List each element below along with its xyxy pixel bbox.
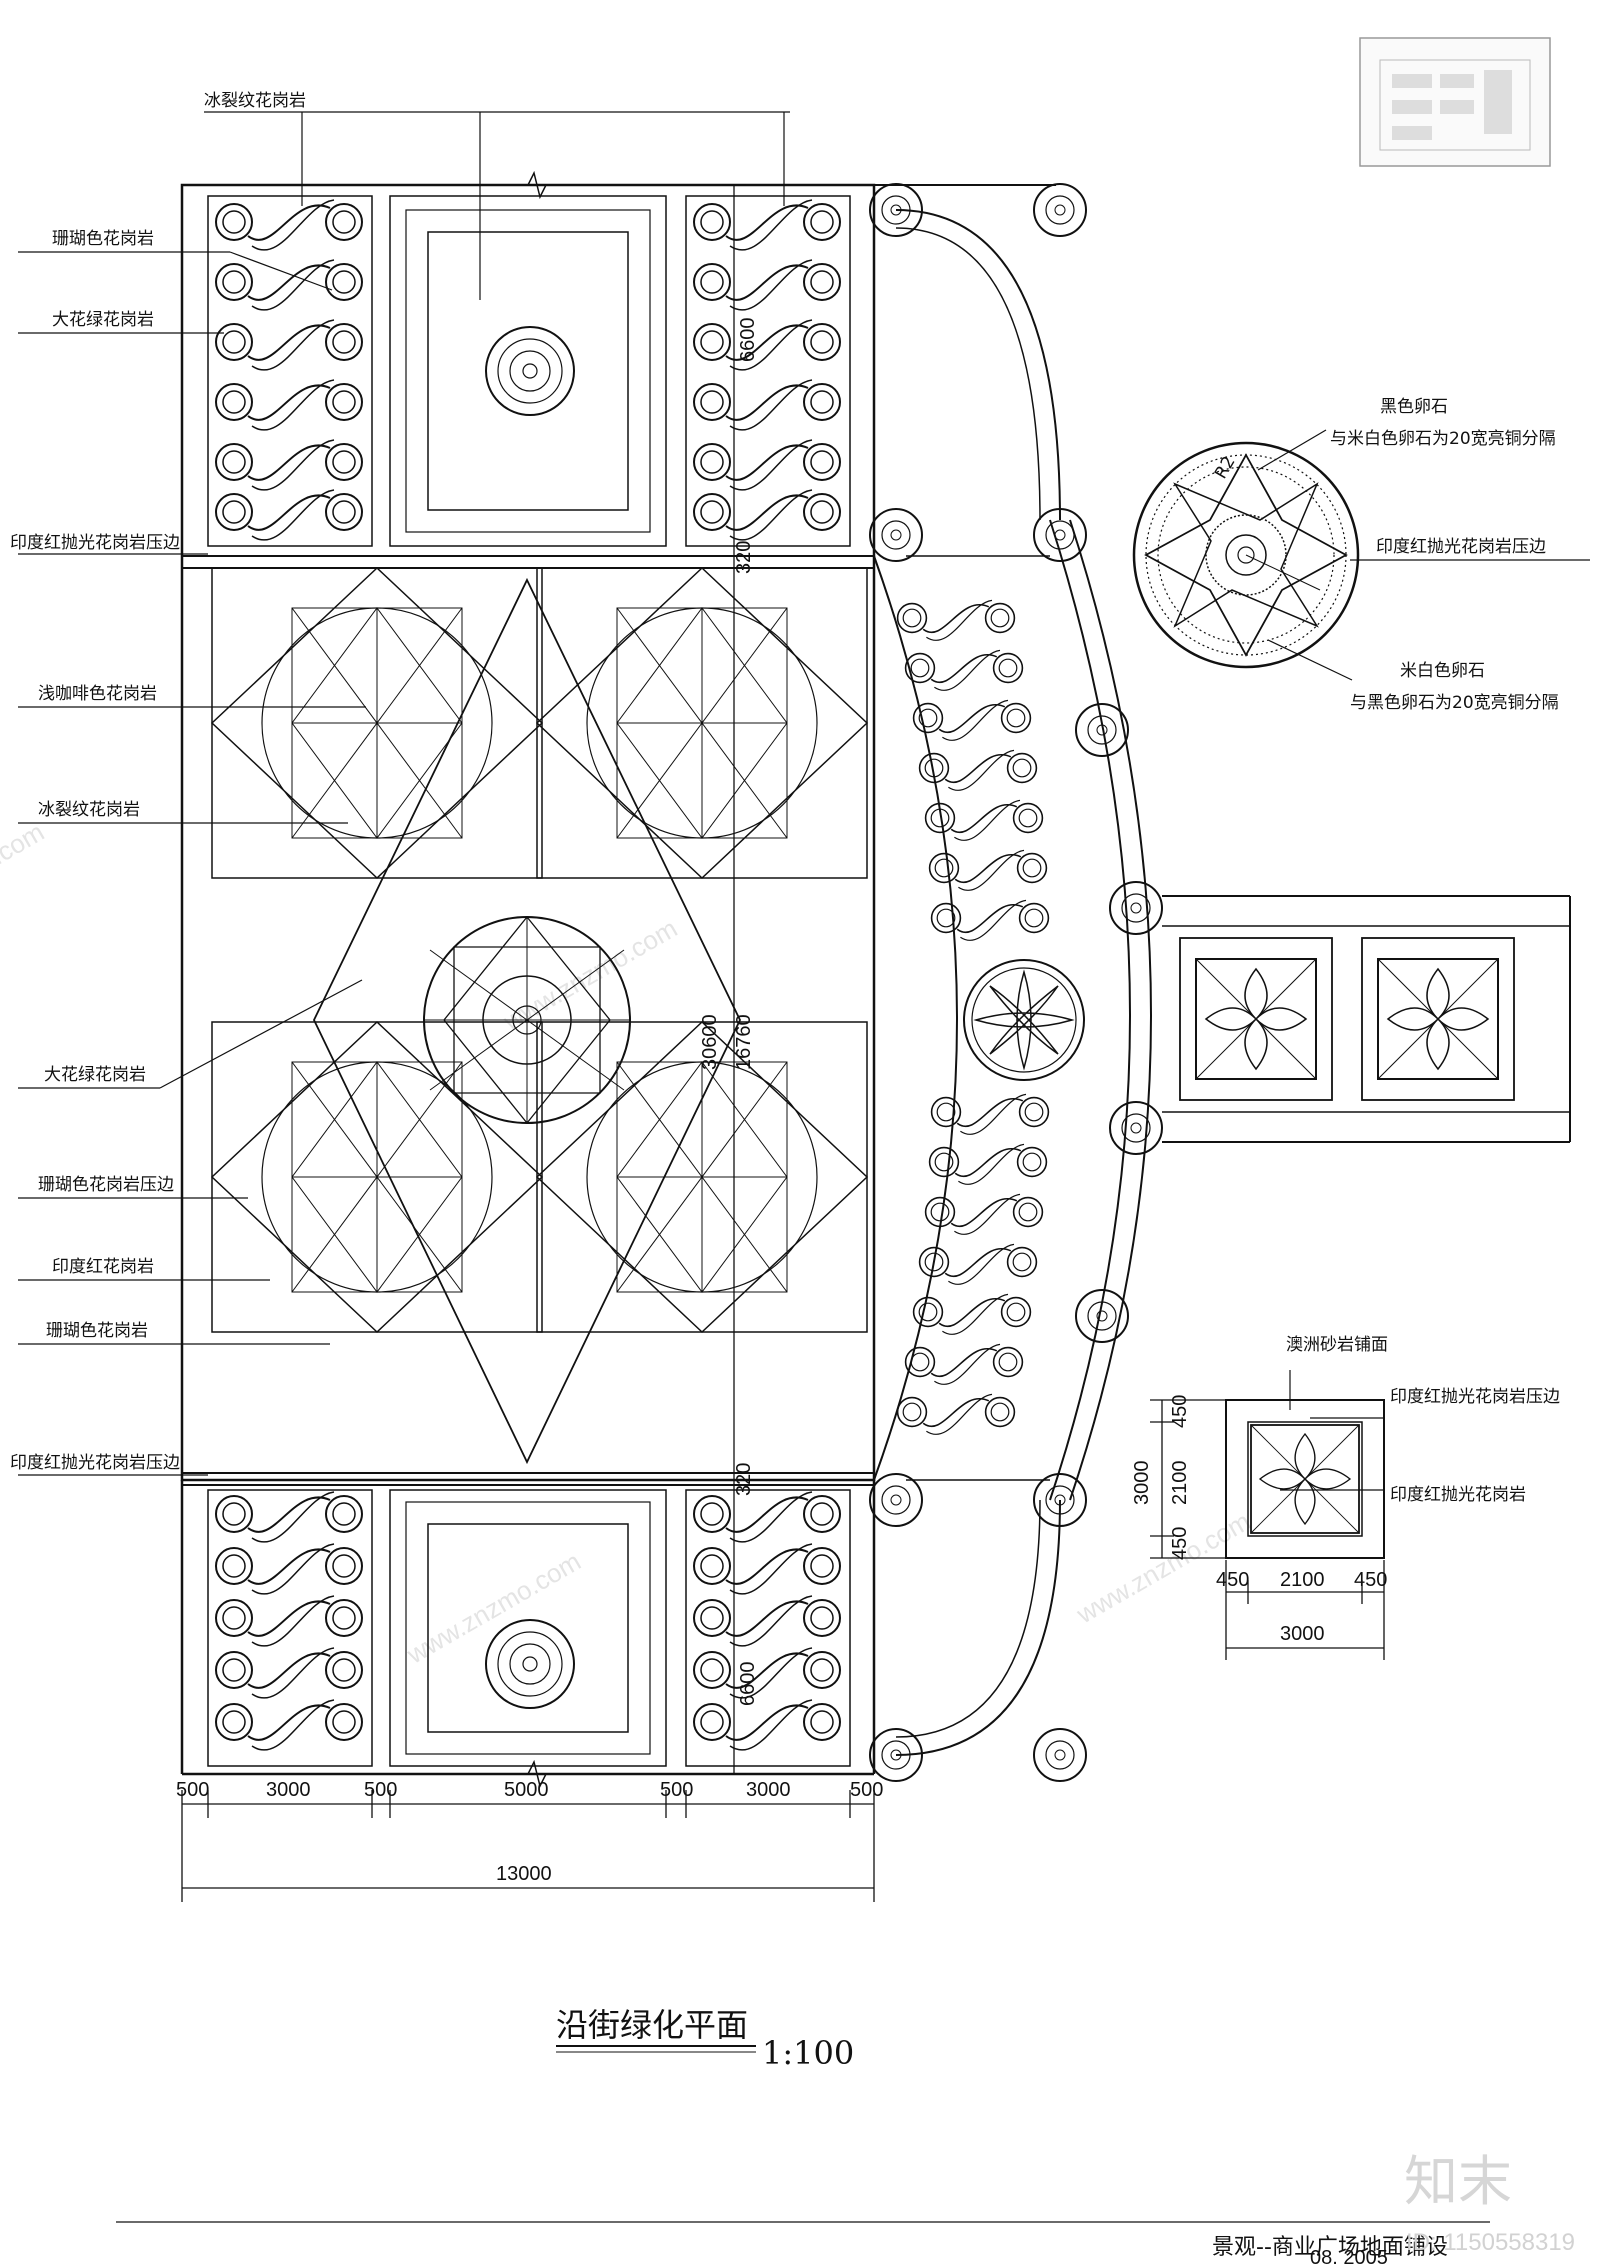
top-center-bed	[389, 195, 667, 547]
label-black-pebble-note: 与米白色卵石为20宽亮铜分隔	[1330, 429, 1556, 449]
label-coral-granite: 珊瑚色花岗岩	[52, 229, 154, 249]
dim-bottom-1: 500	[176, 1779, 209, 1801]
label-indian-red-granite: 印度红花岗岩	[52, 1257, 154, 1277]
dim-detail-v-1: 450	[1169, 1395, 1191, 1428]
dim-total: 13000	[496, 1863, 552, 1885]
bottom-right-swirl-bed	[685, 1489, 851, 1767]
dimension-texts: 500 3000 500 5000 500 3000 500 13000 660…	[176, 318, 1387, 1886]
dim-bottom-5: 500	[660, 1779, 693, 1801]
key-plan-thumbnail	[1359, 37, 1551, 167]
label-ice-crack-granite: 冰裂纹花岗岩	[38, 800, 140, 820]
dim-vertical-top: 6600	[737, 318, 759, 363]
dim-bottom-2: 3000	[266, 1779, 311, 1801]
drawing-title: 沿街绿化平面	[556, 2006, 748, 2044]
material-labels-right: 黑色卵石 与米白色卵石为20宽亮铜分隔 印度红抛光花岗岩压边 米白色卵石 与黑色…	[1211, 397, 1560, 1505]
watermark-layer: www.znzmo.com www.znzmo.com www.znzmo.co…	[0, 816, 1256, 1669]
dim-vertical-320b: 320	[733, 1463, 755, 1496]
label-red-polished-edge: 印度红抛光花岗岩压边	[1376, 537, 1546, 557]
watermark-url-1: www.znzmo.com	[0, 816, 49, 940]
label-coral-granite-edge: 珊瑚色花岗岩压边	[38, 1175, 174, 1195]
dim-bottom-6: 3000	[746, 1779, 791, 1801]
project-title: 景观--商业广场地面铺设	[1212, 2235, 1448, 2260]
watermark-brand: 知末	[1404, 2150, 1512, 2213]
dim-bottom-4: 5000	[504, 1779, 549, 1801]
top-right-swirl-bed	[685, 195, 851, 547]
arc-walkway	[873, 184, 1152, 1756]
dim-bottom-7: 500	[850, 1779, 883, 1801]
detail-tile-block	[1225, 1399, 1385, 1559]
label-detail-red-granite: 印度红抛光花岗岩	[1390, 1485, 1526, 1505]
watermark-url-4: www.znzmo.com	[1071, 1506, 1256, 1630]
bottom-center-bed	[389, 1489, 667, 1767]
dim-detail-v-total: 3000	[1131, 1461, 1153, 1506]
dim-detail-h-1: 450	[1216, 1569, 1249, 1591]
bottom-left-swirl-bed	[207, 1489, 373, 1767]
label-green-granite: 大花绿花岗岩	[52, 310, 154, 330]
central-geometric-field	[211, 567, 868, 1465]
dim-detail-v-2: 2100	[1169, 1461, 1191, 1506]
label-green-granite-2: 大花绿花岗岩	[44, 1065, 146, 1085]
leader-lines	[18, 111, 1590, 1491]
arc-swirl-row-lower	[896, 1093, 1050, 1436]
side-entrance-tiles	[1162, 895, 1571, 1143]
dim-vertical-mid: 30600	[699, 1014, 721, 1070]
dim-detail-h-2: 2100	[1280, 1569, 1325, 1591]
label-white-pebble-note: 与黑色卵石为20宽亮铜分隔	[1350, 693, 1559, 713]
drawing-date: 08. 2005	[1310, 2247, 1388, 2266]
label-white-pebble: 米白色卵石	[1400, 661, 1485, 681]
dim-bottom-3: 500	[364, 1779, 397, 1801]
label-black-pebble: 黑色卵石	[1380, 397, 1448, 417]
dimension-lines	[181, 184, 1385, 1902]
dim-vertical-bottom: 6600	[737, 1662, 759, 1707]
dim-vertical-mid2: 16760	[733, 1014, 755, 1070]
pebble-medallion	[1132, 441, 1360, 669]
top-left-swirl-bed	[207, 195, 373, 547]
label-coral-granite-2: 珊瑚色花岗岩	[46, 1321, 148, 1341]
bollard-circles	[869, 183, 1163, 1782]
label-light-coffee-granite: 浅咖啡色花岗岩	[38, 684, 157, 704]
dim-detail-h-3: 450	[1354, 1569, 1387, 1591]
arc-swirl-row-upper	[896, 599, 1050, 942]
break-lines	[527, 170, 547, 1789]
dim-vertical-320a: 320	[733, 541, 755, 574]
watermark-id: ID: 1150558319	[1406, 2229, 1575, 2256]
dim-detail-v-3: 450	[1169, 1527, 1191, 1560]
dim-detail-h-total: 3000	[1280, 1623, 1325, 1645]
material-labels-left: 冰裂纹花岗岩 珊瑚色花岗岩 大花绿花岗岩 印度红抛光花岗岩压边 浅咖啡色花岗岩 …	[10, 91, 306, 1473]
label-ice-crack-granite-top: 冰裂纹花岗岩	[204, 91, 306, 111]
label-australian-sandstone: 澳洲砂岩铺面	[1286, 1335, 1388, 1355]
label-indian-red-edge-top: 印度红抛光花岗岩压边	[10, 533, 180, 553]
label-detail-red-edge: 印度红抛光花岗岩压边	[1390, 1387, 1560, 1407]
drawing-scale: 1:100	[762, 2034, 854, 2072]
plaza-plan	[180, 170, 1571, 1789]
label-radius: R2	[1211, 453, 1240, 483]
title-block: 沿街绿化平面 1:100 景观--商业广场地面铺设 08. 2005 知末 ID…	[116, 2006, 1575, 2266]
label-indian-red-edge-bottom: 印度红抛光花岗岩压边	[10, 1453, 180, 1473]
